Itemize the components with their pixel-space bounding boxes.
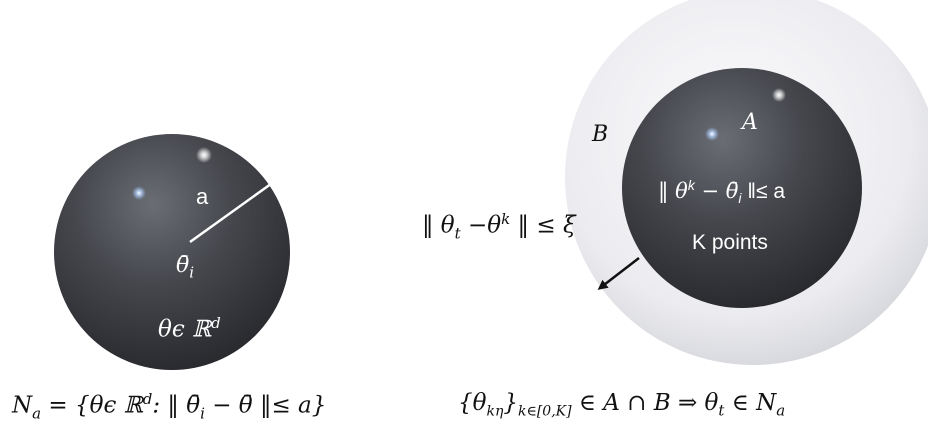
radius-label: a (196, 184, 209, 209)
condition-label: ‖ θk − θ̄i ‖≤ a (658, 177, 786, 207)
left-sphere (54, 134, 290, 370)
radius-arrow (189, 174, 284, 244)
inner-sphere-a (622, 68, 862, 308)
membership-formula: {θkη}k∈[0,K] ∈ A ∩ B ⇒ θt ∈ Na (458, 390, 786, 420)
points-label: K points (692, 231, 768, 254)
distance-arrow (597, 257, 640, 290)
distance-label: ‖ θt −θk ‖ ≤ ξ (422, 210, 576, 243)
inner-label-a: A (742, 110, 758, 135)
space-label: θϵ ℝd (158, 314, 221, 343)
neighborhood-formula: Na = {θϵ ℝd: ‖ θ̄i − θ̄ ‖≤ a} (12, 390, 327, 423)
center-label: θ̄i (176, 253, 195, 282)
outer-label-b: B (592, 122, 609, 147)
left-highlight-warm (196, 147, 212, 163)
left-highlight-cool (132, 186, 146, 200)
right-highlight-warm (772, 88, 786, 102)
right-highlight-cool (705, 127, 719, 141)
